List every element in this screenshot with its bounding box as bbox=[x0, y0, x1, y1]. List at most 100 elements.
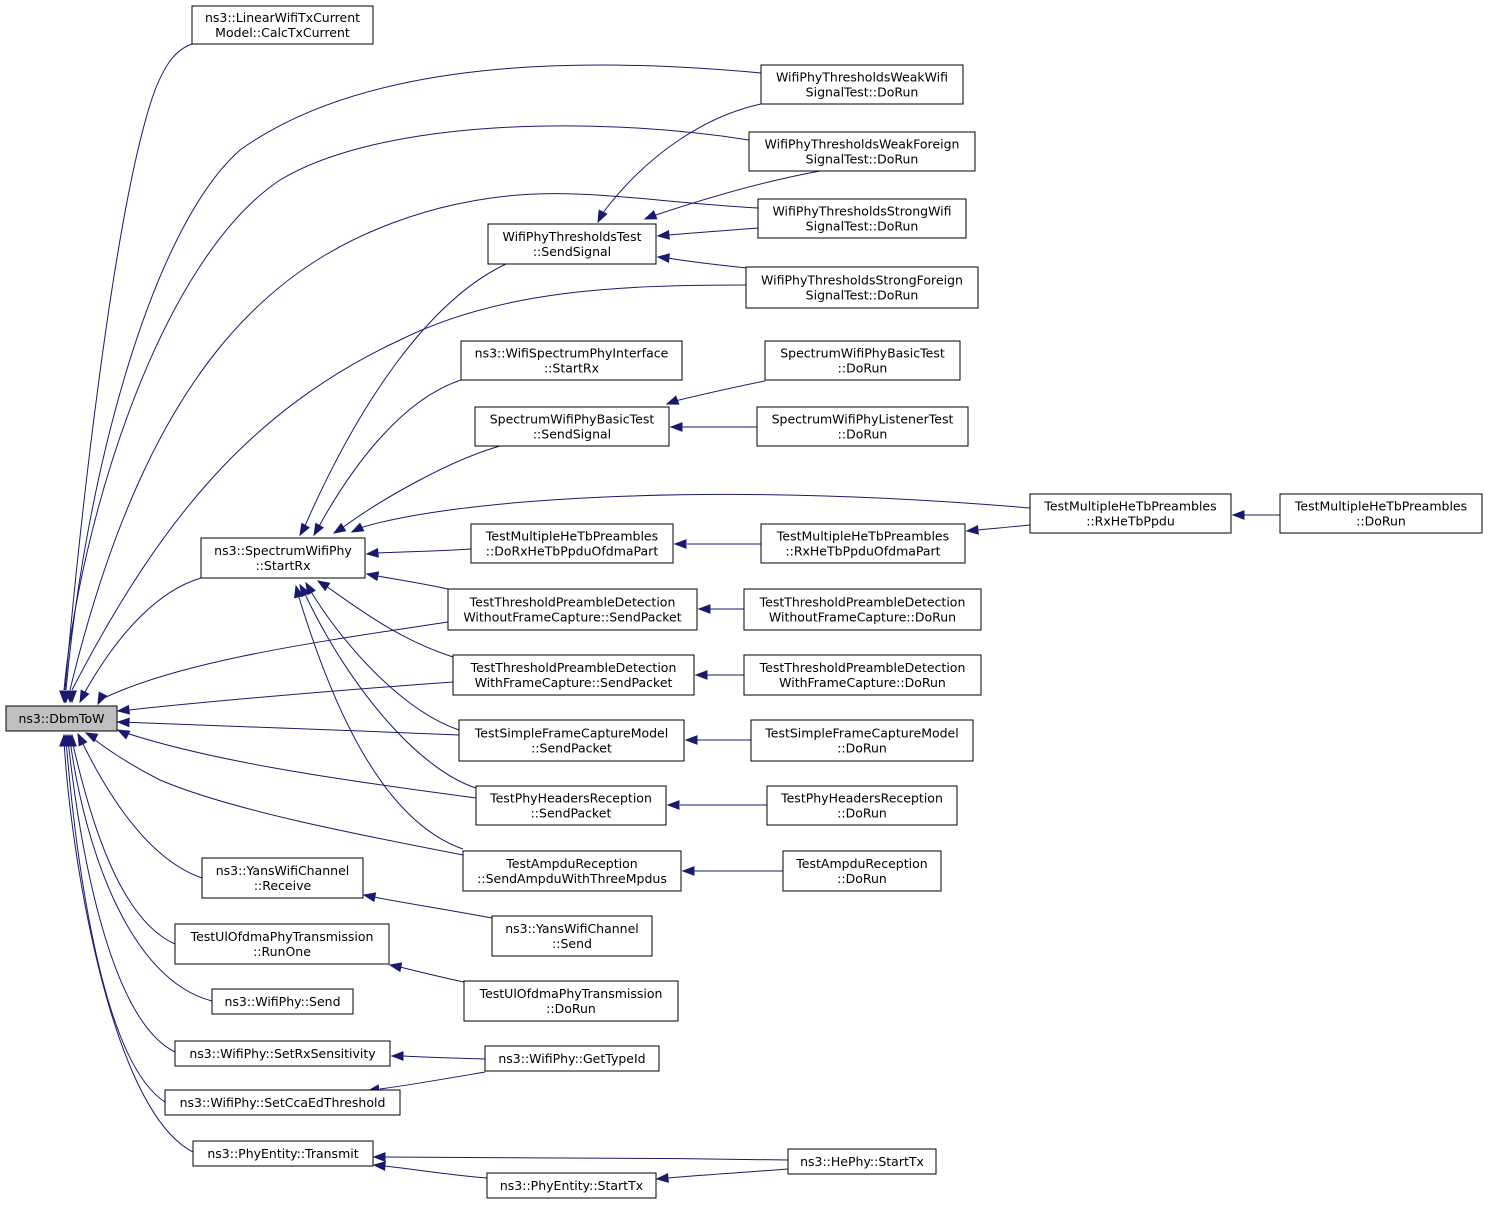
node-box bbox=[787, 1148, 937, 1175]
root-node[interactable]: ns3::DbmToW bbox=[5, 705, 118, 732]
graph-node[interactable]: ns3::WifiPhy::Send bbox=[211, 988, 354, 1015]
graph-node[interactable]: TestMultipleHeTbPreambles::RxHeTbPpdu bbox=[1029, 493, 1232, 534]
graph-node[interactable]: WifiPhyThresholdsTest::SendSignal bbox=[487, 223, 657, 265]
node-box bbox=[474, 406, 670, 447]
edge-n5-n6 bbox=[656, 253, 747, 269]
node-box bbox=[452, 654, 695, 696]
node-box bbox=[1279, 493, 1483, 534]
arrowhead-icon bbox=[299, 583, 310, 598]
node-label: TestPhyHeadersReception bbox=[780, 791, 943, 806]
arrowhead-icon bbox=[390, 1051, 404, 1061]
node-label: WifiPhyThresholdsTest bbox=[502, 229, 641, 244]
arrowhead-icon bbox=[365, 571, 380, 582]
node-box bbox=[486, 1172, 657, 1199]
arrowhead-icon bbox=[665, 395, 680, 405]
node-box bbox=[211, 988, 354, 1015]
node-layer: ns3::DbmToW ns3::LinearWifiTxCurrentModel… bbox=[5, 5, 1483, 1199]
node-label: SignalTest::DoRun bbox=[806, 219, 919, 234]
node-label: WithFrameCapture::SendPacket bbox=[475, 675, 673, 690]
node-label: ::SendPacket bbox=[531, 806, 612, 821]
arrowhead-icon bbox=[643, 210, 658, 220]
node-label: SpectrumWifiPhyBasicTest bbox=[780, 346, 945, 361]
graph-node[interactable]: TestSimpleFrameCaptureModel::SendPacket bbox=[458, 719, 685, 762]
graph-node[interactable]: TestMultipleHeTbPreambles::RxHeTbPpduOfd… bbox=[760, 523, 966, 564]
arrowhead-icon bbox=[1231, 510, 1245, 520]
edge-n18-n13 bbox=[316, 580, 454, 658]
graph-node[interactable]: TestMultipleHeTbPreambles::DoRxHeTbPpduO… bbox=[470, 523, 674, 564]
graph-node[interactable]: ns3::YansWifiChannel::Receive bbox=[201, 857, 364, 899]
arrowhead-icon bbox=[965, 524, 979, 535]
edge-n28-n0 bbox=[67, 733, 176, 945]
graph-node[interactable]: SpectrumWifiPhyBasicTest::SendSignal bbox=[474, 406, 670, 447]
graph-node[interactable]: ns3::WifiPhy::SetCcaEdThreshold bbox=[164, 1089, 401, 1116]
node-label: TestUlOfdmaPhyTransmission bbox=[190, 929, 374, 944]
node-label: TestMultipleHeTbPreambles bbox=[1294, 499, 1467, 514]
arrowhead-icon bbox=[656, 253, 670, 264]
graph-node[interactable]: WifiPhyThresholdsWeakWifiSignalTest::DoR… bbox=[760, 64, 964, 105]
edge-n24-n0 bbox=[84, 732, 464, 856]
graph-node[interactable]: WifiPhyThresholdsWeakForeignSignalTest::… bbox=[748, 131, 976, 172]
arrowhead-icon bbox=[681, 866, 695, 876]
graph-node[interactable]: ns3::PhyEntity::Transmit bbox=[192, 1140, 374, 1167]
edge-n14-n13 bbox=[365, 547, 472, 558]
arrowhead-icon bbox=[299, 522, 310, 537]
node-label: ::Send bbox=[552, 936, 592, 951]
graph-node[interactable]: TestThresholdPreambleDetectionWithoutFra… bbox=[743, 588, 982, 631]
node-label: ::SendPacket bbox=[531, 741, 612, 756]
node-label: ns3::LinearWifiTxCurrent bbox=[205, 10, 360, 25]
arrowhead-icon bbox=[67, 690, 77, 704]
graph-node[interactable]: SpectrumWifiPhyBasicTest::DoRun bbox=[764, 340, 961, 381]
graph-node[interactable]: WifiPhyThresholdsStrongWifiSignalTest::D… bbox=[757, 198, 967, 239]
node-label: ns3::HePhy::StartTx bbox=[800, 1154, 924, 1169]
graph-node[interactable]: TestPhyHeadersReception::SendPacket bbox=[475, 785, 667, 826]
graph-node[interactable]: ns3::WifiPhy::SetRxSensitivity bbox=[174, 1040, 391, 1067]
graph-node[interactable]: TestAmpduReception::SendAmpduWithThreeMp… bbox=[462, 850, 682, 892]
node-box bbox=[1029, 493, 1232, 534]
graph-node[interactable]: ns3::PhyEntity::StartTx bbox=[486, 1172, 657, 1199]
graph-node[interactable]: TestThresholdPreambleDetectionWithoutFra… bbox=[447, 588, 698, 631]
graph-node[interactable]: ns3::WifiSpectrumPhyInterface::StartRx bbox=[460, 340, 683, 381]
graph-node[interactable]: ns3::WifiPhy::GetTypeId bbox=[484, 1045, 660, 1072]
graph-node[interactable]: SpectrumWifiPhyListenerTest::DoRun bbox=[756, 406, 969, 447]
graph-node[interactable]: TestSimpleFrameCaptureModel::DoRun bbox=[750, 719, 974, 762]
arrowhead-icon bbox=[669, 422, 683, 432]
arrowhead-icon bbox=[694, 670, 708, 680]
node-label: WifiPhyThresholdsWeakForeign bbox=[765, 137, 960, 152]
node-label: WifiPhyThresholdsStrongForeign bbox=[761, 273, 963, 288]
graph-node[interactable]: ns3::HePhy::StartTx bbox=[787, 1148, 937, 1175]
node-label: ::DoRun bbox=[837, 741, 887, 756]
node-box bbox=[750, 719, 974, 762]
edge-n15-n14 bbox=[673, 539, 761, 549]
node-box bbox=[191, 5, 374, 45]
node-label: ::RxHeTbPpduOfdmaPart bbox=[785, 544, 940, 559]
edge-n3-n6 bbox=[643, 170, 821, 220]
node-box bbox=[5, 705, 118, 732]
edge-n35-n34 bbox=[372, 1152, 789, 1162]
edge-n22-n13 bbox=[299, 583, 477, 789]
graph-node[interactable]: TestAmpduReception::DoRun bbox=[782, 850, 942, 892]
node-label: TestMultipleHeTbPreambles bbox=[485, 529, 658, 544]
graph-node[interactable]: ns3::SpectrumWifiPhy::StartRx bbox=[200, 537, 366, 579]
graph-node[interactable]: ns3::YansWifiChannel::Send bbox=[491, 915, 653, 957]
node-box bbox=[757, 198, 967, 239]
graph-node[interactable]: TestThresholdPreambleDetectionWithFrameC… bbox=[743, 654, 982, 696]
node-label: ::SendSignal bbox=[533, 244, 611, 259]
edge-n31-n0 bbox=[63, 733, 176, 1053]
edge-n20-n13 bbox=[305, 581, 460, 731]
node-label: ns3::WifiPhy::SetCcaEdThreshold bbox=[180, 1095, 386, 1110]
graph-node[interactable]: TestUlOfdmaPhyTransmission::DoRun bbox=[463, 980, 679, 1022]
arrowhead-icon bbox=[59, 733, 69, 747]
graph-node[interactable]: TestPhyHeadersReception::DoRun bbox=[766, 785, 958, 826]
arrowhead-icon bbox=[77, 732, 88, 747]
node-box bbox=[164, 1089, 401, 1116]
graph-node[interactable]: TestMultipleHeTbPreambles::DoRun bbox=[1279, 493, 1483, 534]
edge-n2-n6 bbox=[597, 103, 762, 224]
graph-node[interactable]: WifiPhyThresholdsStrongForeignSignalTest… bbox=[745, 266, 979, 309]
graph-node[interactable]: TestUlOfdmaPhyTransmission::RunOne bbox=[174, 923, 390, 965]
graph-node[interactable]: ns3::LinearWifiTxCurrentModel::CalcTxCur… bbox=[191, 5, 374, 45]
edge-n10-n9 bbox=[669, 422, 757, 432]
edge-n5-n0 bbox=[67, 284, 747, 704]
node-label: ::SendAmpduWithThreeMpdus bbox=[477, 871, 667, 886]
edge-n23-n22 bbox=[666, 800, 767, 810]
graph-node[interactable]: TestThresholdPreambleDetectionWithFrameC… bbox=[452, 654, 695, 696]
